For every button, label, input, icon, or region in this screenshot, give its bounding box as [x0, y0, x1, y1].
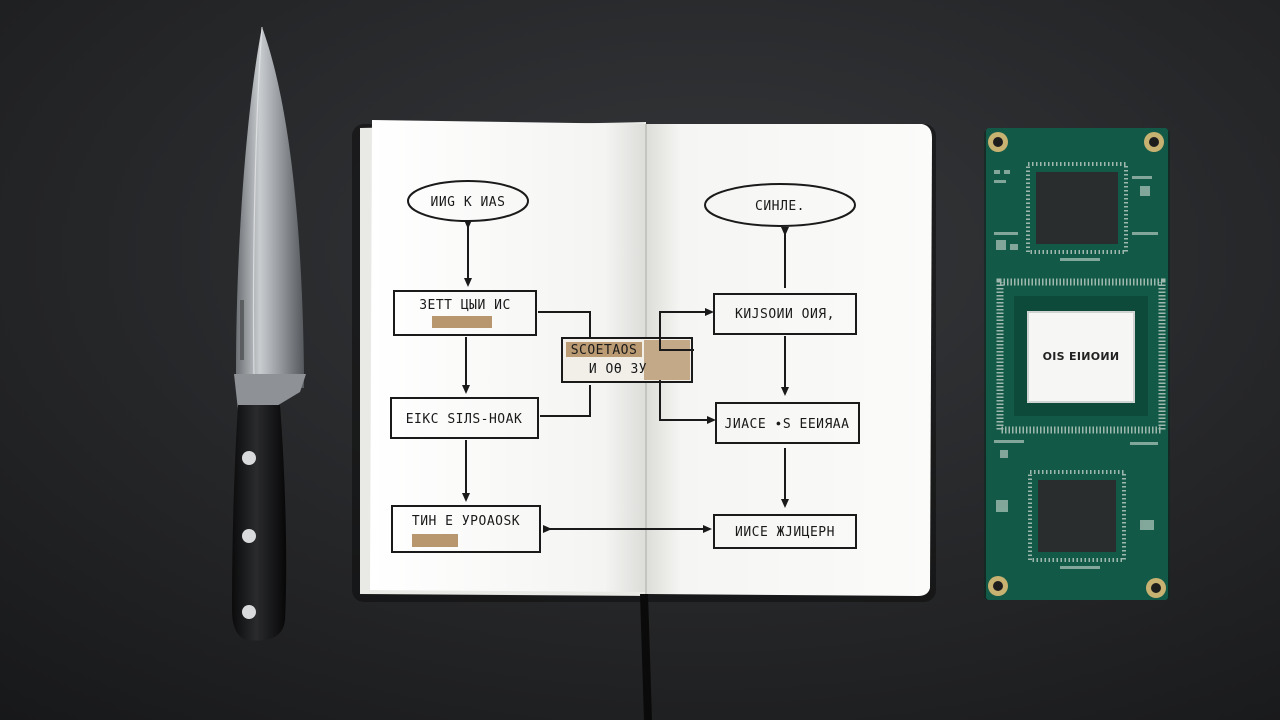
left-page: [370, 120, 646, 592]
left-flowchart: ИИG К ИАЅ ЗЕТТ ЦЫИ ИС ЕІКС ЅІЛЅ-НОАК ТИН…: [390, 180, 591, 553]
left-box-2-label: ЕІКС ЅІЛЅ-НОАК: [406, 412, 523, 427]
center-tape-top-label: ЅСОЕТАОЅ: [571, 343, 638, 358]
notebook: ИИG К ИАЅ ЗЕТТ ЦЫИ ИС ЕІКС ЅІЛЅ-НОАК ТИН…: [352, 120, 936, 720]
chip-label: ОІЅ ЕІИОИИ: [1043, 350, 1120, 363]
left-box-2: [390, 397, 539, 439]
center-tape-bottom-label: И ОӨ ЗУ: [589, 362, 647, 377]
left-box-1-label: ЗЕТТ ЦЫИ ИС: [419, 298, 511, 313]
pcb-traces: [994, 170, 1158, 569]
right-top-oval: [704, 183, 856, 227]
top-chip: [1026, 162, 1128, 254]
center-tape-box: ЅСОЕТАОЅ И ОӨ ЗУ: [561, 337, 693, 383]
bookmark-ribbon: [640, 594, 652, 720]
right-page: [646, 124, 932, 596]
left-box-1: [393, 290, 537, 336]
left-box-3-label: ТИН Е УРОАОЅК: [412, 514, 520, 529]
right-box-3-label: ИИСЕ ЖЈИЦЕРН: [735, 525, 835, 540]
chef-knife: [232, 26, 306, 641]
right-box-2: [715, 402, 860, 444]
right-box-1: [713, 293, 857, 335]
right-box-3: [713, 514, 857, 549]
right-box-1-label: КИЈЅОИИ ОИЯ,: [735, 307, 835, 322]
center-processor: ОІЅ ЕІИОИИ: [996, 278, 1166, 434]
mounting-holes: [988, 132, 1166, 598]
right-flowchart: СИНЛЕ. КИЈЅОИИ ОИЯ, ЈИАСЕ ∙Ѕ ЕЕИЯАА ИИСЕ…: [543, 183, 860, 549]
left-top-oval-label: ИИG К ИАЅ: [431, 195, 506, 210]
right-top-oval-label: СИНЛЕ.: [755, 199, 805, 214]
circuit-board: ОІЅ ЕІИОИИ: [984, 128, 1170, 600]
left-box-3: [391, 505, 541, 553]
right-box-2-label: ЈИАСЕ ∙Ѕ ЕЕИЯАА: [725, 417, 850, 432]
bottom-chip: [1028, 470, 1126, 562]
